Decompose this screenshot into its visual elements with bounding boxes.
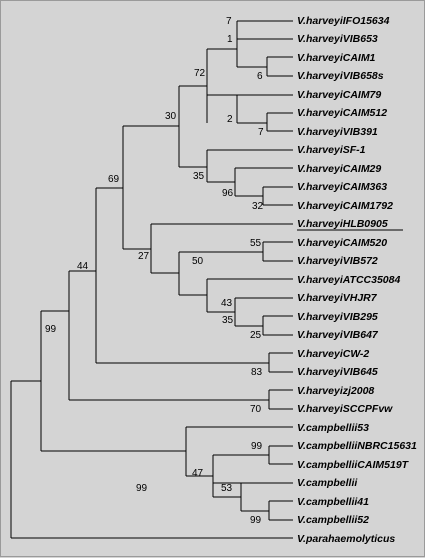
bootstrap-value: 99 xyxy=(136,483,148,494)
leaf-label: V.harveyiVIB645 xyxy=(297,366,378,378)
leaf-label: V.harveyiSF-1 xyxy=(297,144,366,156)
leaf-label: V.harveyiVIB391 xyxy=(297,126,378,138)
bootstrap-value: 30 xyxy=(165,111,177,122)
leaf-label: V.harveyiVIB295 xyxy=(297,311,378,323)
bootstrap-value: 6 xyxy=(257,71,263,82)
leaf-label: V.harveyiIFO15634 xyxy=(297,15,390,27)
bootstrap-value: 47 xyxy=(192,468,204,479)
leaf-label: V.harveyiCAIM363 xyxy=(297,181,387,193)
bootstrap-value: 25 xyxy=(250,330,262,341)
leaf-label: V.campbellii53 xyxy=(297,422,369,434)
leaf-label: V.harveyiVIB647 xyxy=(297,329,379,341)
bootstrap-value: 96 xyxy=(222,188,234,199)
leaf-label: V.parahaemolyticus xyxy=(297,533,395,545)
bootstrap-value: 43 xyxy=(221,298,233,309)
leaf-label: V.campbelliiNBRC15631 xyxy=(297,440,417,452)
bootstrap-value: 99 xyxy=(45,324,57,335)
bootstrap-value: 70 xyxy=(250,404,262,415)
bootstrap-value: 44 xyxy=(77,261,89,272)
leaf-label: V.harveyiVIB653 xyxy=(297,33,378,45)
bootstrap-value: 7 xyxy=(258,127,264,138)
bootstrap-value: 99 xyxy=(251,441,263,452)
bootstrap-value: 83 xyxy=(251,367,263,378)
leaf-label-highlighted: V.harveyiHLB0905 xyxy=(297,218,388,230)
leaf-label: V.harveyiCAIM79 xyxy=(297,89,381,101)
bootstrap-value: 72 xyxy=(194,68,206,79)
leaf-label: V.harveyiCW-2 xyxy=(297,348,369,360)
bootstrap-value: 32 xyxy=(252,201,264,212)
bootstrap-value: 53 xyxy=(221,483,233,494)
bootstrap-value: 99 xyxy=(250,515,262,526)
leaf-label: V.harveyiVIB658s xyxy=(297,70,384,82)
bootstrap-value: 2 xyxy=(227,114,233,125)
leaf-label: V.harveyiATCC35084 xyxy=(297,274,400,286)
leaf-label: V.harveyiVIB572 xyxy=(297,255,378,267)
bootstrap-value: 35 xyxy=(222,315,234,326)
bootstrap-value: 7 xyxy=(226,16,232,27)
bootstrap-value: 69 xyxy=(108,174,120,185)
leaf-label: V.harveyiCAIM512 xyxy=(297,107,387,119)
leaf-label: V.campbellii52 xyxy=(297,514,369,526)
leaf-label: V.harveyizj2008 xyxy=(297,385,374,397)
leaf-labels: V.harveyiIFO15634 V.harveyiVIB653 V.harv… xyxy=(297,15,417,545)
bootstrap-value: 1 xyxy=(227,34,233,45)
bootstrap-value: 27 xyxy=(138,251,150,262)
leaf-label: V.harveyiSCCPFvw xyxy=(297,403,393,415)
leaf-label: V.harveyiVHJR7 xyxy=(297,292,378,304)
bootstrap-value: 50 xyxy=(192,256,204,267)
tree-branches xyxy=(10,20,293,539)
leaf-label: V.harveyiCAIM520 xyxy=(297,237,387,249)
bootstrap-value: 35 xyxy=(193,171,205,182)
leaf-label: V.harveyiCAIM1 xyxy=(297,52,376,64)
leaf-label: V.campbellii41 xyxy=(297,496,369,508)
bootstrap-values: 7 1 6 72 2 7 30 35 96 32 55 50 27 43 35 … xyxy=(45,16,264,526)
leaf-label: V.harveyiCAIM1792 xyxy=(297,200,393,212)
leaf-label: V.campbelliiCAIM519T xyxy=(297,459,410,471)
leaf-label: V.harveyiCAIM29 xyxy=(297,163,381,175)
leaf-label: V.campbellii xyxy=(297,477,358,489)
bootstrap-value: 55 xyxy=(250,238,262,249)
